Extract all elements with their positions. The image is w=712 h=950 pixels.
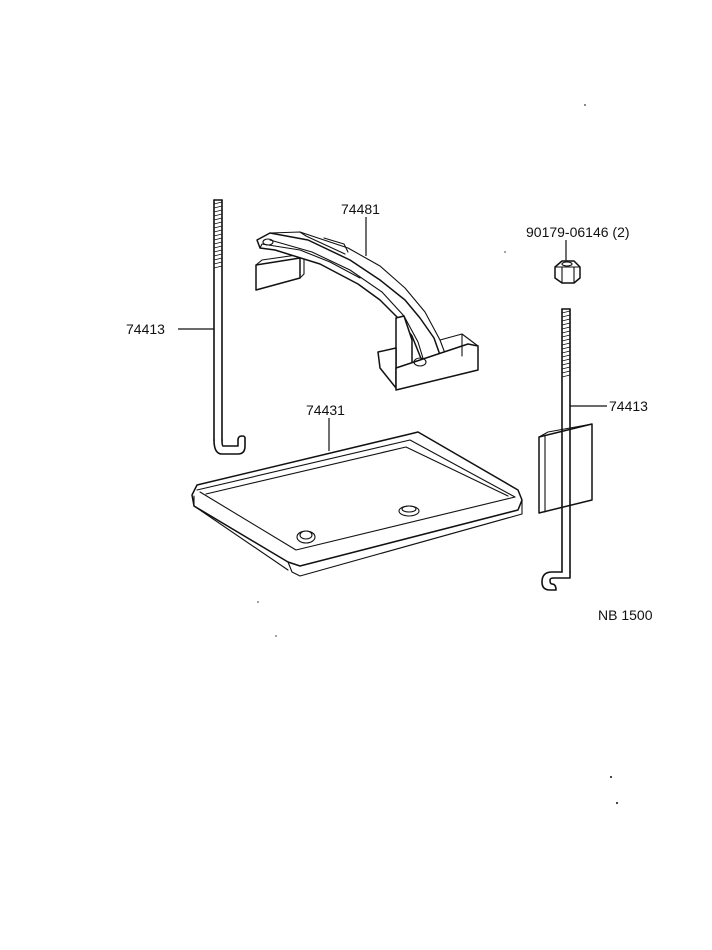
right-hook-rod	[538, 308, 593, 591]
label-battery-tray: 74431	[306, 402, 345, 418]
left-hook-rod	[213, 199, 246, 455]
leader-lines	[178, 217, 607, 451]
label-rod-left: 74413	[126, 321, 165, 337]
hex-nut	[554, 260, 581, 284]
label-rod-right: 74413	[609, 398, 648, 414]
left-rod-thread	[213, 201, 223, 269]
battery-tray	[191, 431, 523, 577]
right-rod-thread	[561, 310, 571, 378]
label-hold-down-clamp: 74481	[341, 201, 380, 217]
reference-code: NB 1500	[598, 607, 653, 623]
scan-specks	[257, 104, 619, 805]
hold-down-clamp	[255, 231, 479, 391]
label-nut: 90179-06146 (2)	[526, 224, 630, 240]
